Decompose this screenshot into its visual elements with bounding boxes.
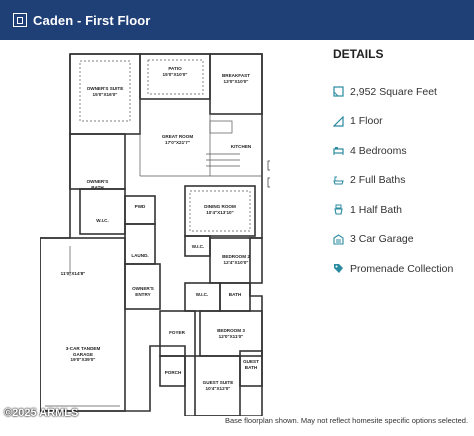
room-kitchen: KITCHEN xyxy=(230,144,252,149)
room-wic-2: W.I.C. xyxy=(191,244,205,249)
details-panel: DETAILS 2,952 Square Feet 1 Floor 4 Bedr… xyxy=(333,47,471,284)
detail-square-feet: 2,952 Square Feet xyxy=(333,77,471,107)
copyright-watermark: ©2025 ARMLS xyxy=(4,407,79,419)
room-owners-entry: OWNER'S ENTRY xyxy=(132,286,154,297)
detail-full-baths: 2 Full Baths xyxy=(333,166,471,196)
detail-label: 2 Full Baths xyxy=(350,174,406,187)
detail-bedrooms: 4 Bedrooms xyxy=(333,136,471,166)
room-pwd: PWD xyxy=(134,204,146,209)
details-heading: DETAILS xyxy=(333,47,384,61)
floorplan-icon xyxy=(13,13,27,27)
square-feet-icon xyxy=(333,86,344,97)
room-wic-3: W.I.C. xyxy=(195,292,209,297)
room-foyer: FOYER xyxy=(169,330,185,335)
room-owners-bath: OWNER'S BATH xyxy=(86,179,109,190)
detail-label: 2,952 Square Feet xyxy=(350,85,437,98)
room-guest-bath: GUEST BATH xyxy=(243,359,259,370)
floorplan-header: Caden - First Floor xyxy=(0,0,474,40)
detail-label: 3 Car Garage xyxy=(350,233,414,246)
room-porch: PORCH xyxy=(164,370,182,375)
bath-icon xyxy=(333,176,344,185)
floor-icon xyxy=(333,115,344,127)
detail-garage: 3 Car Garage xyxy=(333,225,471,255)
room-wic: W.I.C. xyxy=(96,218,109,223)
floorplan-title: Caden - First Floor xyxy=(33,12,151,28)
bed-icon xyxy=(333,147,344,156)
detail-label: 4 Bedrooms xyxy=(350,144,407,157)
detail-collection: Promenade Collection xyxy=(333,254,471,284)
garage-icon xyxy=(333,234,344,245)
detail-label: 1 Half Bath xyxy=(350,203,402,216)
room-laundry: LAUND. xyxy=(131,253,149,258)
floorplan-disclaimer: Base floorplan shown. May not reflect ho… xyxy=(225,416,469,425)
detail-floors: 1 Floor xyxy=(333,107,471,137)
detail-half-bath: 1 Half Bath xyxy=(333,195,471,225)
half-bath-icon xyxy=(334,204,343,215)
room-garage-dims: 11'0"X14'8" xyxy=(60,271,86,276)
detail-label: Promenade Collection xyxy=(350,262,454,275)
detail-label: 1 Floor xyxy=(350,115,383,128)
room-bath: BATH xyxy=(228,292,242,297)
tag-icon xyxy=(334,264,343,274)
